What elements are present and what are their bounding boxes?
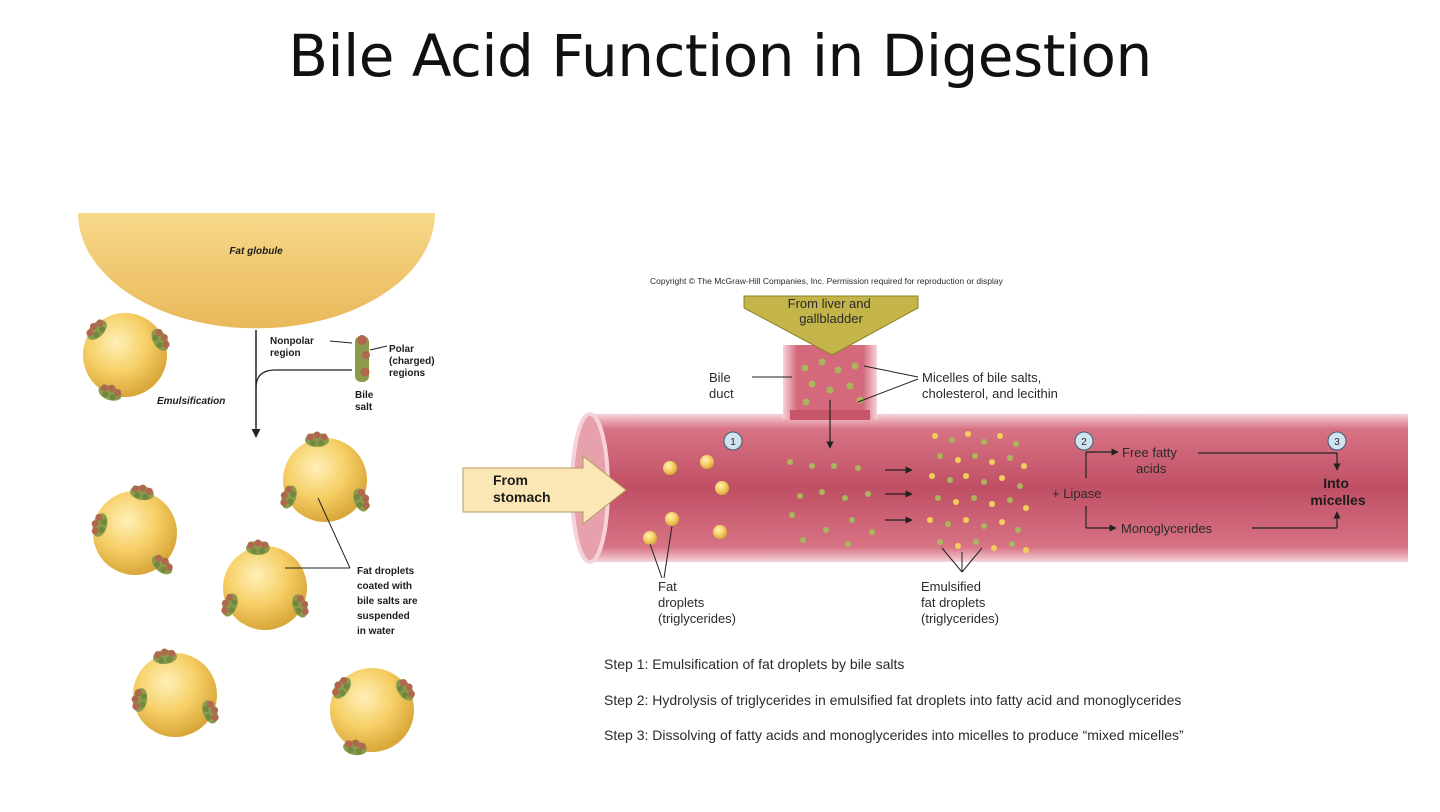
droplet-4 — [217, 539, 313, 630]
droplet-1 — [82, 313, 174, 404]
emulsification-label: Emulsification — [157, 396, 225, 407]
fat-droplets-label: Fat droplets (triglycerides) — [658, 579, 736, 626]
coated-leader-1 — [317, 497, 351, 569]
free-fatty-acids-label: Free fatty acids — [1122, 445, 1181, 476]
copyright-text: Copyright © The McGraw-Hill Companies, I… — [650, 276, 1004, 286]
intestine-fat-droplets — [643, 455, 729, 545]
micelles-label: Micelles of bile salts, cholesterol, and… — [922, 370, 1058, 401]
emulsified-cluster — [927, 431, 1029, 553]
stomach-arrow — [462, 454, 627, 526]
droplet-6 — [328, 668, 419, 757]
slide-title: Bile Acid Function in Digestion — [288, 22, 1152, 90]
lipase-label: + Lipase — [1052, 486, 1102, 501]
svg-text:2: 2 — [1081, 437, 1087, 448]
bile-salt-molecule — [355, 335, 370, 382]
step-3-text: Step 3: Dissolving of fatty acids and mo… — [604, 727, 1184, 743]
droplet-5 — [129, 647, 223, 737]
step-1-text: Step 1: Emulsification of fat droplets b… — [604, 656, 905, 672]
liver-funnel — [743, 295, 919, 356]
from-stomach-label: From stomach — [493, 472, 551, 505]
nonpolar-label: Nonpolar region — [270, 336, 317, 359]
into-micelles-label: Into micelles — [1310, 475, 1365, 508]
svg-text:1: 1 — [730, 437, 736, 448]
bile-salt-label: Bile salt — [355, 390, 376, 413]
step-marker-3: 3 — [1327, 431, 1347, 451]
bile-duct-label: Bile duct — [709, 370, 734, 401]
step-2-text: Step 2: Hydrolysis of triglycerides in e… — [604, 692, 1182, 708]
droplet-2 — [276, 431, 374, 522]
polar-label: Polar (charged) regions — [389, 344, 437, 379]
fat-globule-label: Fat globule — [229, 246, 283, 257]
monoglycerides-label: Monoglycerides — [1121, 521, 1213, 536]
emulsified-label: Emulsified fat droplets (triglycerides) — [921, 579, 999, 626]
coated-droplets-label: Fat droplets coated with bile salts are … — [357, 566, 420, 637]
polar-leader — [369, 345, 388, 351]
step-marker-1: 1 — [723, 431, 743, 451]
step-marker-2: 2 — [1074, 431, 1094, 451]
emulsification-branch — [255, 369, 352, 389]
svg-text:3: 3 — [1334, 437, 1340, 448]
fat-globule — [78, 213, 435, 329]
nonpolar-leader — [329, 340, 353, 344]
droplet-3 — [88, 482, 177, 579]
from-liver-label: From liver and gallbladder — [788, 296, 875, 326]
intestine-micelles — [787, 459, 875, 547]
